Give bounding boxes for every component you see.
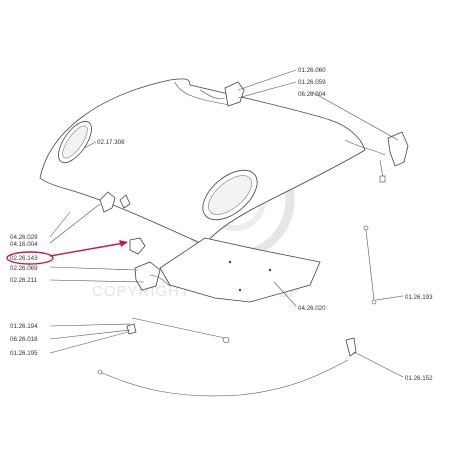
hood-panel	[39, 78, 366, 246]
label-02-26-069: 02.26.069	[10, 265, 38, 272]
label-02-26-143: 02.26.143	[10, 255, 38, 262]
label-01-26-060: 01.26.060	[298, 67, 326, 74]
label-01-26-193: 01.26.193	[405, 294, 433, 301]
support-rod	[363, 225, 377, 305]
label-01-26-195: 01.26.195	[10, 350, 38, 357]
label-01-26-059: 01.26.059	[298, 79, 326, 86]
label-04-16-004: 04.16.004	[10, 241, 38, 248]
label-02-17-308: 02.17.308	[97, 139, 125, 146]
highlight-02-26-143	[6, 240, 128, 265]
label-06-26-004: 06.26.004	[298, 91, 326, 98]
hood-insulation-pad	[159, 237, 321, 303]
leader-lines	[49, 69, 404, 378]
lock-assembly	[129, 237, 171, 291]
watermark-text: COPYRIGHT	[92, 283, 190, 300]
highlight-ellipse	[6, 251, 54, 265]
label-06-26-018: 06.26.018	[10, 336, 38, 343]
label-04-26-029: 04.26.029	[10, 234, 38, 241]
part-labels: 01.26.060 01.26.059 06.26.004 02.17.308 …	[10, 67, 433, 382]
label-01-26-194: 01.26.194	[10, 323, 38, 330]
arrow-head-icon	[119, 240, 128, 247]
hinge-assembly	[199, 81, 409, 183]
release-cable	[97, 317, 357, 397]
highlight-arrow-line	[49, 242, 125, 257]
label-04-26-020: 04.26.020	[298, 305, 326, 312]
label-02-26-211: 02.26.211	[10, 277, 38, 284]
label-01-26-152: 01.26.152	[405, 375, 433, 382]
